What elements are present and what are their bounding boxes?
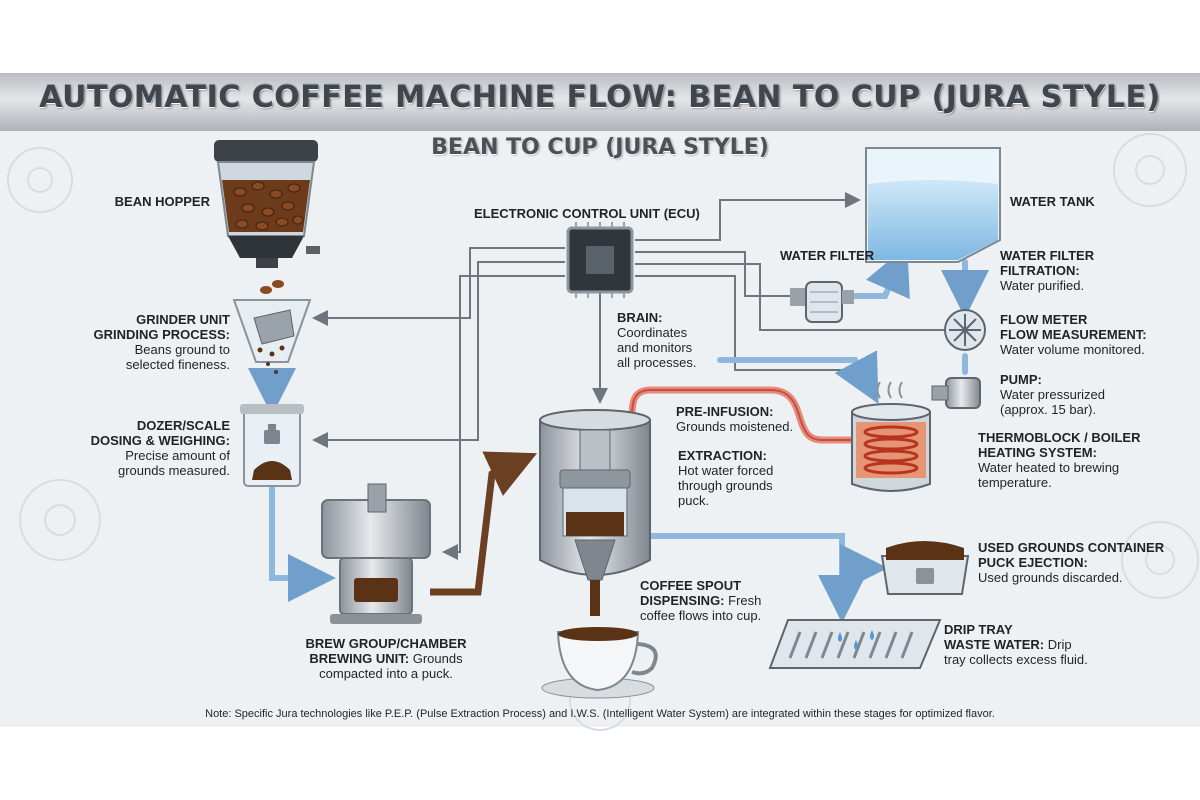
flow-meter-graphic [944, 309, 986, 351]
bean-hopper-graphic [214, 140, 320, 268]
water-filtration-label: WATER FILTER FILTRATION: Water purified. [1000, 248, 1095, 293]
grinder-label: GRINDER UNIT GRINDING PROCESS: Beans gro… [93, 312, 230, 372]
ecu-chip-graphic [566, 222, 634, 298]
footnote: Note: Specific Jura technologies like P.… [205, 708, 995, 720]
used-grounds-container-graphic [880, 541, 970, 595]
coffee-cup-graphic [541, 627, 658, 699]
brew-group-label: BREW GROUP/CHAMBER BREWING UNIT: Grounds… [305, 636, 467, 681]
water-tank-label: WATER TANK [1010, 194, 1095, 209]
thermoblock-label: THERMOBLOCK / BOILER HEATING SYSTEM: Wat… [978, 430, 1141, 490]
drip-tray-graphic [768, 619, 942, 669]
brew-group-graphic [321, 483, 431, 624]
page-subtitle: BEAN TO CUP (JURA STYLE) [431, 135, 769, 160]
extraction-chamber-graphic [539, 409, 651, 616]
background-gears [7, 133, 1199, 731]
ecu-control-lines [312, 192, 944, 560]
thermoblock-graphic [851, 381, 931, 492]
grinder-graphic [232, 280, 312, 374]
extraction-label: EXTRACTION: Hot water forced through gro… [678, 448, 774, 508]
water-filter-graphic [790, 281, 854, 323]
water-filter-label: WATER FILTER [780, 248, 875, 263]
coffee-spout-label: COFFEE SPOUT DISPENSING: Fresh coffee fl… [640, 578, 762, 623]
water-flow-arrows [248, 245, 989, 623]
flow-meter-label: FLOW METER FLOW MEASUREMENT: Water volum… [1000, 312, 1147, 357]
water-tank-graphic [865, 147, 1001, 263]
grounds-to-extraction-arrow [430, 451, 538, 596]
bean-hopper-label: BEAN HOPPER [114, 194, 210, 209]
ecu-label: ELECTRONIC CONTROL UNIT (ECU) [474, 206, 700, 221]
dozer-scale-label: DOZER/SCALE DOSING & WEIGHING: Precise a… [90, 418, 230, 478]
pump-graphic [931, 377, 981, 409]
brain-label: BRAIN: Coordinates and monitors all proc… [617, 310, 697, 370]
title-banner [0, 73, 1200, 131]
page-title: AUTOMATIC COFFEE MACHINE FLOW: BEAN TO C… [39, 80, 1161, 115]
pump-label: PUMP: Water pressurized (approx. 15 bar)… [1000, 372, 1105, 417]
pre-infusion-label: PRE-INFUSION: Grounds moistened. [676, 404, 794, 434]
dozer-scale-graphic [240, 404, 304, 487]
used-grounds-label: USED GROUNDS CONTAINER PUCK EJECTION: Us… [978, 540, 1165, 585]
drip-tray-label: DRIP TRAY WASTE WATER: Drip tray collect… [944, 622, 1088, 667]
